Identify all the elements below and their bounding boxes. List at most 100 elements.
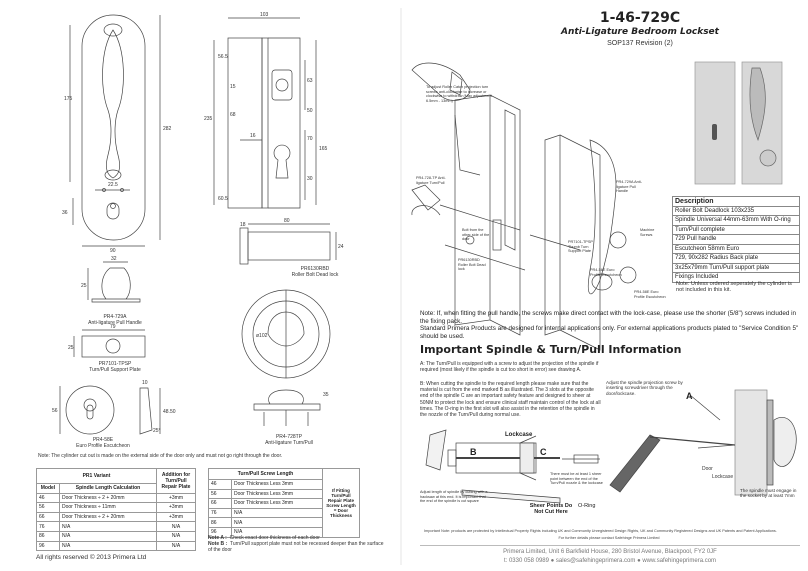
table-row: 729 Pull handle [672,234,800,245]
dim-36: 36 [62,210,68,216]
turn-label: PR4-728-TP Anti-ligature Turn/Pull [416,176,446,185]
dim-79: 79 [110,324,116,330]
para-b: B: When cutting the spindle to the requi… [420,381,601,419]
product-name: Anti-Ligature Bedroom Lockset [561,27,719,37]
dim-282: 282 [163,126,172,132]
spindle-bar-drawing [461,489,561,504]
main-note: Note: If, when fitting the pull handle, … [420,310,799,340]
dim-25deg: 25° [153,428,161,434]
lock-caption: PR6130RBD Roller Bolt Dead lock [291,266,339,278]
screwdriver-diagram [609,434,661,493]
dim-30: 30 [307,176,313,182]
dim-68: 68 [230,112,236,118]
dim-18: 18 [240,222,246,228]
table-row: Escutcheon 58mm Euro [672,243,800,254]
dim-90: 90 [110,248,116,254]
engage-note: The spindle must engage in the socket by… [740,488,797,499]
dim-25: 25 [81,283,87,289]
dim-32: 32 [111,256,117,262]
deadlock-side-drawing [247,231,331,261]
door-exploded-drawing [454,94,491,326]
bolt-label: PR6130RBD Roller Bolt Dead lock [458,258,486,272]
further-details: For further details please contact Safeh… [558,536,660,540]
door-label: Door [702,466,713,472]
pull-handle-drawing [81,14,146,241]
lock-case-drawing [227,37,263,209]
dim-103: 103 [260,12,269,18]
para-a: A: The Turn/Pull is equipped with a scre… [420,361,599,374]
adjust-note: Adjust the spindle projection screw by i… [606,380,683,396]
edge-label: Bolt from the other side of the door [462,228,490,242]
dim-175: 175 [64,96,73,102]
thumb-label: PR7101-TPSP Thumb Turn Support Plate [568,240,593,254]
handle-caption: PR4-729A Anti-ligature Pull Handle [88,314,142,326]
gap-note: There must be at least 1 sheer point bet… [550,472,603,485]
table-row: 729, 90x282 Radius Back plate [672,253,800,264]
machine-screws-label: Machine Screws [640,228,655,237]
dim-70: 70 [307,136,313,142]
turn-pull-side-drawing [253,389,321,411]
dim-165: 165 [319,146,328,152]
cylinder-note-2: Note: Unless ordered seperately the cyli… [676,281,792,294]
dim-4850: 48.50 [163,409,176,415]
dim-565: 56.5 [218,54,228,60]
spindle-heading: Important Spindle & Turn/Pull Informatio… [420,343,682,356]
product-photo-left [694,61,736,185]
dim-50: 50 [307,108,313,114]
dim-235: 235 [204,116,213,122]
label-a: A [686,391,693,401]
lockcase-label-2: Lockcase [712,474,734,480]
dim-35: 35 [323,392,329,398]
table-row: 3x25x79mm Turn/Pull support plate [672,262,800,273]
turn-caption: PR4-728TP Anti-ligature Turn/Pull [265,434,313,446]
product-code: 1-46-729C [599,10,681,26]
pull-label: PR4-729A Anti-ligature Pull Handle [616,180,642,194]
footer-divider [420,545,800,546]
dim-225: 22.5 [108,182,118,188]
escutcheon-label-1: PR4-58E Euro Profile Escutcheon [590,268,622,277]
support-plate-drawing [81,335,146,358]
footer-contact: t: 0330 058 0989 ● sales@safehingeprimer… [503,558,717,564]
table-row: Roller Bolt Deadlock 103x235 [672,205,800,216]
escutcheon-label-2: PR4-58E Euro Profile Escutcheon [634,290,666,299]
cylinder-note: Note: The cylinder cut out is made on th… [38,453,283,459]
table-row: Spindle Universal 44mm-63mm With O-ring [672,215,800,226]
plate-caption: PR7101-TPSP Turn/Pull Support Plate [89,361,141,373]
dim-24: 24 [338,244,344,250]
footer-address: Primera Limited, Unit 6 Barkfield House,… [503,549,717,555]
adjust-label: To adjust Roller Catch projection turn s… [426,85,492,103]
dim-16: 16 [250,133,256,139]
lockcase-label: Lockcase [505,432,533,438]
oring-label: O-Ring [578,503,596,509]
dim-15: 15 [230,84,236,90]
copyright: All rights reserved © 2013 Primera Ltd [36,554,147,561]
sheer-points-label: Sheer Points Do Not Cut Here [529,503,573,516]
table-row: Fixings Included [672,272,800,283]
dim-102: ø102 [256,333,268,339]
label-b: B [470,447,477,457]
dim-80: 80 [284,218,290,224]
label-c: C [540,447,547,457]
dim-63: 63 [307,78,313,84]
revision: SOP137 Revision (2) [607,40,673,47]
pull-handle-side-drawing [91,267,141,303]
description-table: Description Roller Bolt Deadlock 103x235… [672,196,800,283]
dim-10: 10 [142,380,148,386]
dim-605: 60.5 [218,196,228,202]
notes-ab: Note A : Check exact door thickness of e… [208,535,384,553]
table-row: Turn/Pull complete [672,224,800,235]
dim-56: 56 [52,408,58,414]
dim-25b: 25 [68,345,74,351]
escutcheon-side-drawing [139,387,153,435]
escutcheon-front-drawing [65,385,115,435]
